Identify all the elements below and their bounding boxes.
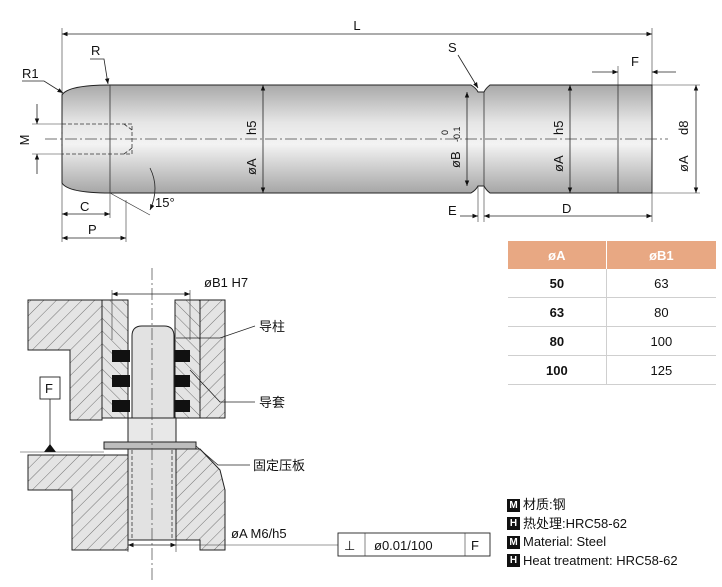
label-D: D [562,201,571,216]
label-S: S [448,40,457,55]
label-h5-2: h5 [551,121,566,135]
perp-value: ø0.01/100 [374,538,433,553]
note-heat-cn: H 热处理:HRC58-62 [507,515,678,534]
note-material-en: M Material: Steel [507,533,678,552]
label-h5-1: h5 [244,121,259,135]
h-badge-icon: H [507,517,520,531]
table-row: 100 125 [508,355,716,385]
label-F: F [631,54,639,69]
m-badge-icon: M [507,535,520,549]
assembly-view: øB1 H7 导柱 导套 固定压板 F øA M6/h5 ⊥ ø0.01/100… [20,268,491,580]
table-cell: 80 [508,326,607,356]
h-badge-icon: H [507,554,520,568]
label-R: R [91,43,100,58]
note-material-cn: M 材质:钢 [507,496,678,515]
label-b1-h7: øB1 H7 [204,275,248,290]
perp-datum: F [471,538,479,553]
label-angle: 15° [155,195,175,210]
label-dA-1: øA [244,158,259,175]
lower-plate-right [175,448,226,551]
label-dB: øB [448,151,463,168]
label-guide-post: 导柱 [259,319,285,334]
label-d8: d8 [676,121,691,135]
lower-plate-left [27,454,129,551]
label-datum: F [45,381,53,396]
note-text: Heat treatment: HRC58-62 [523,552,678,568]
label-tol-up: 0 [440,130,450,135]
table-cell: 100 [508,355,607,385]
m-badge-icon: M [507,498,520,512]
note-heat-en: H Heat treatment: HRC58-62 [507,552,678,571]
label-R1: R1 [22,66,39,81]
table-row: 63 80 [508,297,716,327]
label-C: C [80,199,89,214]
bush-rings [112,350,190,412]
label-L: L [353,18,360,33]
label-a-m6h5: øA M6/h5 [231,526,287,541]
label-M: M [17,135,32,146]
table-cell: 100 [606,326,716,356]
label-fixed-plate: 固定压板 [253,458,305,473]
fixed-plate [103,441,197,450]
label-P: P [88,222,97,237]
label-dA-2: øA [551,155,566,172]
table-cell: 125 [606,355,716,385]
table-cell: 63 [606,269,716,298]
label-tol-low: -0.1 [452,126,462,142]
table-header-row: øA øB1 [508,241,716,269]
note-text: 材质:钢 [523,497,566,512]
label-guide-bush: 导套 [259,395,285,410]
size-table: øA øB1 50 63 63 80 80 100 100 125 [508,241,716,385]
table-header: øB1 [605,241,716,269]
table-cell: 50 [508,269,607,298]
guide-post-upper [131,325,175,419]
label-E: E [448,203,457,218]
table-header: øA [508,241,607,269]
label-dA-3: øA [676,155,691,172]
table-row: 80 100 [508,326,716,356]
table-row: 50 63 [508,269,716,298]
note-text: 热处理:HRC58-62 [523,515,628,531]
material-notes: M 材质:钢 H 热处理:HRC58-62 M Material: Steel … [507,496,678,570]
table-cell: 80 [606,297,716,327]
table-cell: 63 [508,297,607,327]
note-text: Material: Steel [523,534,607,549]
perp-symbol: ⊥ [344,538,355,553]
guide-post-view: L R R1 M C P 15° øA h5 øB 0 -0.1 [17,18,700,242]
tolerance-frame [337,532,491,557]
